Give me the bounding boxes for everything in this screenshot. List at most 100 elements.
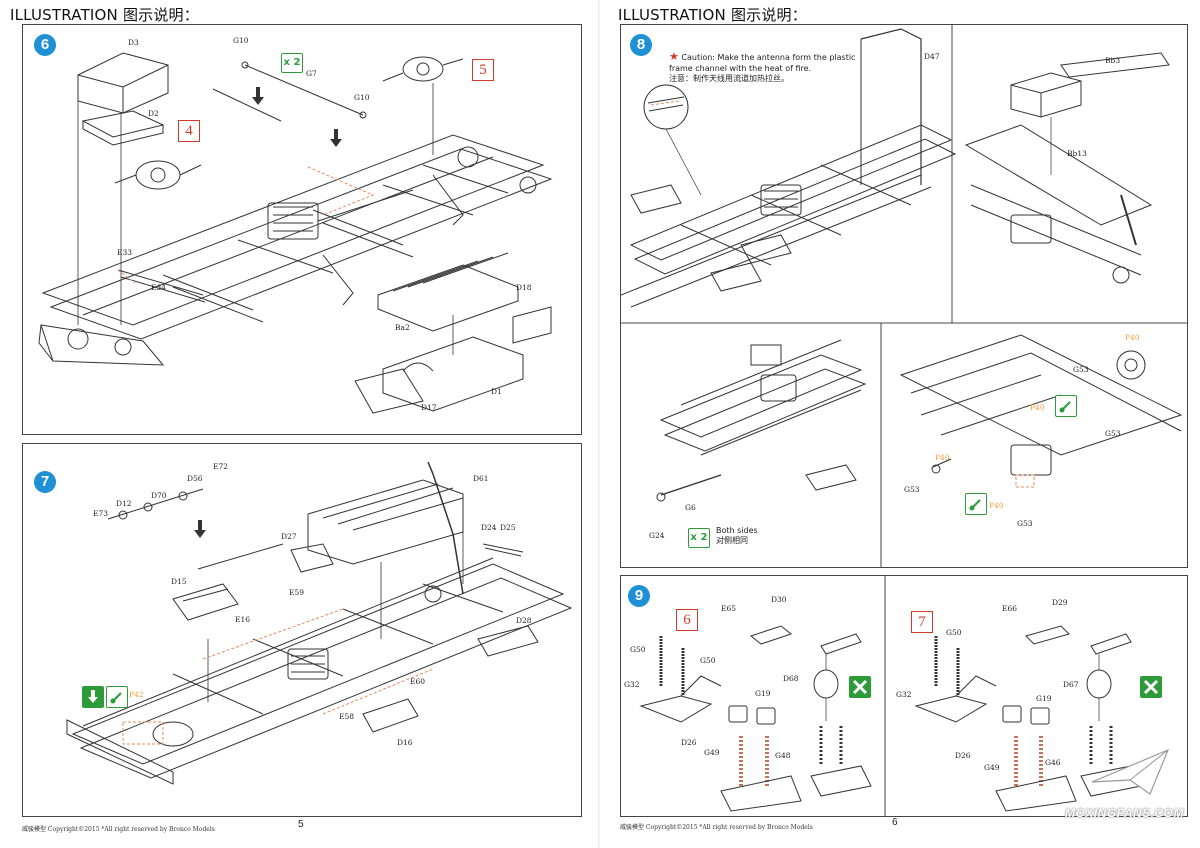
- part-label: G53: [1105, 429, 1121, 438]
- watermark-logo-icon: [1091, 748, 1170, 795]
- page-header: ILLUSTRATION 图示说明：: [618, 6, 807, 24]
- part-label: E34: [151, 283, 167, 292]
- step-9-panel: 9 6 7 E65 D30 G50 G50 G32 D68 G19 D26 G4…: [620, 575, 1188, 817]
- part-label: D56: [187, 474, 203, 483]
- step-number-badge: 9: [628, 585, 650, 607]
- step-6-panel: 6 4 5 x 2 D3 D2 G10 G7 G10 E33 E34 D18 B…: [22, 24, 582, 435]
- star-icon: ★: [669, 50, 679, 63]
- part-label: D16: [397, 738, 413, 747]
- part-label: D12: [116, 499, 132, 508]
- part-label: D27: [281, 532, 297, 541]
- page-6: ILLUSTRATION 图示说明：: [600, 0, 1200, 848]
- part-label: E73: [93, 509, 109, 518]
- part-label: G10: [354, 93, 370, 102]
- part-label: D3: [128, 38, 139, 47]
- part-label: D1: [491, 387, 502, 396]
- part-label: D30: [771, 595, 787, 604]
- step-7-panel: 7 E73 D12 D70 D56 E72 D61 D24 D25 D27 D1…: [22, 443, 582, 817]
- part-label: Bb13: [1067, 149, 1087, 158]
- part-label: G49: [704, 748, 720, 757]
- part-label: D29: [1052, 598, 1068, 607]
- watermark-text: MOXINGFANS.COM: [1064, 806, 1184, 820]
- part-label: E60: [410, 677, 426, 686]
- part-label: G49: [984, 763, 1000, 772]
- part-label: D68: [783, 674, 799, 683]
- quantity-x2-badge: x 2: [688, 528, 710, 548]
- part-label: P40: [935, 453, 950, 462]
- part-label: P40: [1030, 403, 1045, 412]
- both-sides-note: Both sides 对侧相同: [716, 526, 758, 546]
- page-header: ILLUSTRATION 图示说明：: [10, 6, 199, 24]
- part-label: P40: [989, 501, 1004, 510]
- part-label: G32: [624, 680, 640, 689]
- part-label: G19: [1036, 694, 1052, 703]
- both-sides-en: Both sides: [716, 526, 758, 535]
- part-label: D70: [151, 491, 167, 500]
- part-label: D17: [421, 403, 437, 412]
- part-label: P40: [1125, 333, 1140, 342]
- glue-icon: [1055, 395, 1077, 417]
- quantity-x2-badge: x 2: [281, 53, 303, 73]
- part-label: D15: [171, 577, 187, 586]
- part-label: E66: [1002, 604, 1018, 613]
- step-8-panel: 8 ★ Caution: Make the antenna form the p…: [620, 24, 1188, 568]
- no-cement-icon: [1140, 676, 1162, 698]
- part-label: G32: [896, 690, 912, 699]
- page-number: 6: [892, 817, 898, 828]
- part-label: Bb3: [1105, 56, 1121, 65]
- copyright-text: 威骏模型 Copyright©2015 *All right reserved …: [620, 824, 813, 831]
- step-number-badge: 7: [34, 471, 56, 493]
- part-label: D2: [148, 109, 159, 118]
- glue-icon: [965, 493, 987, 515]
- part-label: D24: [481, 523, 497, 532]
- part-label: G7: [306, 69, 317, 78]
- copyright-text: 威骏模型 Copyright©2015 *All right reserved …: [22, 826, 215, 833]
- part-label: D67: [1063, 680, 1079, 689]
- down-arrow-icon: [82, 686, 104, 708]
- part-label: Ba2: [395, 323, 410, 332]
- part-label: D47: [924, 52, 940, 61]
- part-label: D26: [681, 738, 697, 747]
- step-8-drawing: [621, 25, 1187, 567]
- part-label: D25: [500, 523, 516, 532]
- part-label: G50: [700, 656, 716, 665]
- glue-icon: [106, 686, 128, 708]
- part-label: D61: [473, 474, 489, 483]
- part-label: G50: [630, 645, 646, 654]
- part-label: E33: [117, 248, 133, 257]
- part-label: G19: [755, 689, 771, 698]
- part-label: G50: [946, 628, 962, 637]
- part-label: D26: [955, 751, 971, 760]
- sub-assembly-ref: 7: [911, 611, 933, 633]
- step-6-drawing: [38, 52, 553, 414]
- caution-text-en: Caution: Make the antenna form the plast…: [669, 53, 856, 73]
- sub-assembly-ref: 5: [472, 59, 494, 81]
- part-label: G53: [1073, 365, 1089, 374]
- step-number-badge: 8: [630, 34, 652, 56]
- sub-assembly-ref: 4: [178, 120, 200, 142]
- part-label: G46: [1045, 758, 1061, 767]
- part-label: E58: [339, 712, 355, 721]
- page-number: 5: [298, 819, 304, 830]
- part-label: G24: [649, 531, 665, 540]
- step-7-drawing: [66, 461, 573, 785]
- step-number-badge: 6: [34, 34, 56, 56]
- no-cement-icon: [849, 676, 871, 698]
- part-label: E59: [289, 588, 305, 597]
- down-arrow-icon: [252, 87, 342, 147]
- part-label: G48: [775, 751, 791, 760]
- caution-note: ★ Caution: Make the antenna form the pla…: [669, 50, 879, 85]
- part-label: D18: [516, 283, 532, 292]
- both-sides-cn: 对侧相同: [716, 536, 748, 545]
- part-label: E72: [213, 462, 229, 471]
- part-label: D28: [516, 616, 532, 625]
- page-5: ILLUSTRATION 图示说明：: [10, 6, 582, 833]
- part-label: P42: [129, 690, 144, 699]
- part-label: G53: [1017, 519, 1033, 528]
- sub-assembly-ref: 6: [676, 609, 698, 631]
- part-label: E65: [721, 604, 737, 613]
- caution-text-cn: 注意：制作天线用流道加热拉丝。: [669, 74, 789, 83]
- part-label: G53: [904, 485, 920, 494]
- part-label: E16: [235, 615, 251, 624]
- part-label: G6: [685, 503, 696, 512]
